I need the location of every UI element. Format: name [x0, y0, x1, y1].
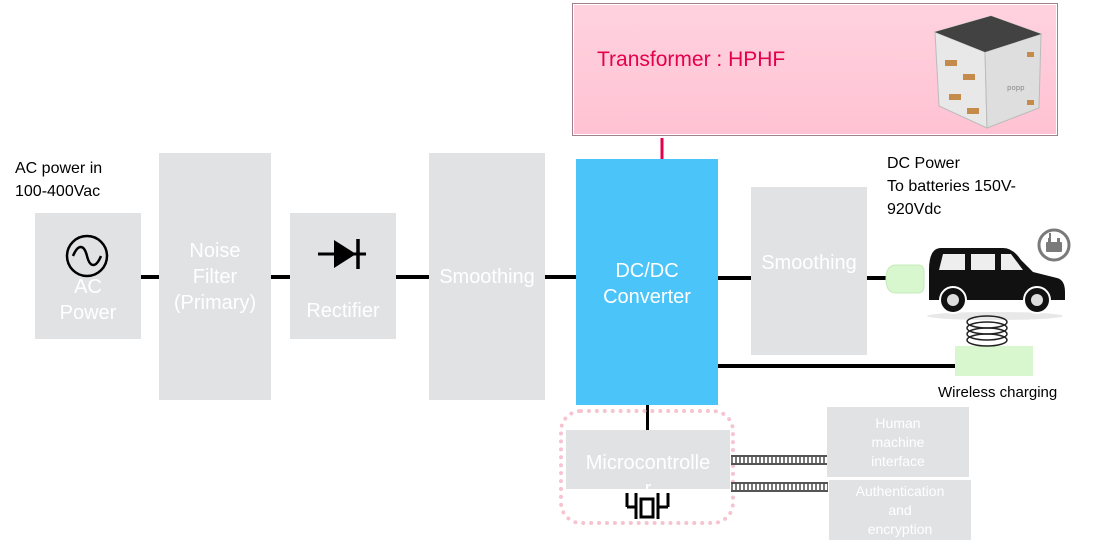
smoothing-primary-label: Smoothing — [439, 265, 535, 288]
microcontroller-block: Microcontrolle r — [566, 430, 730, 489]
noise-filter-label: Noise Filter (Primary) — [173, 239, 257, 314]
wire-rectifier-smoothing — [395, 275, 430, 279]
smoothing-secondary-block: Smoothing — [751, 187, 867, 355]
wireless-charging-label: Wireless charging — [938, 384, 1058, 401]
charging-plug-icon — [885, 264, 925, 294]
microcontroller-highlight — [559, 409, 735, 525]
wire-smoothing-dcdc — [544, 275, 577, 279]
wire-smoothing-plug — [865, 276, 887, 280]
diode-icon — [318, 239, 366, 269]
electric-car-icon — [927, 248, 1065, 320]
hmi-block: Human machine interface — [827, 407, 969, 477]
wire-noise-rectifier — [270, 275, 291, 279]
ac-input-label: AC power in 100-400Vac — [15, 160, 103, 200]
wire-dcdc-mcu — [646, 404, 649, 432]
auth-label: Authentication and encryption — [855, 482, 945, 537]
battery-charge-icon — [1037, 228, 1071, 262]
auth-block: Authentication and encryption — [829, 480, 971, 540]
rectifier-block: Rectifier — [290, 213, 396, 339]
ac-source-icon — [65, 234, 109, 278]
noise-filter-block: Noise Filter (Primary) — [159, 153, 271, 400]
dcdc-converter-block: DC/DC Converter — [576, 159, 718, 405]
transformer-component-image: popp — [933, 15, 1043, 129]
ac-power-label: AC Power — [59, 276, 117, 324]
rectifier-label: Rectifier — [306, 300, 380, 322]
transformer-label: Transformer : HPHF — [597, 48, 786, 71]
transformer-chip-mark: popp — [1007, 84, 1025, 92]
wire-dcdc-wireless — [717, 364, 957, 368]
wireless-coil-icon — [955, 315, 1033, 376]
hmi-label: Human machine interface — [871, 414, 925, 469]
bus-link-auth — [731, 482, 828, 492]
bus-link-hmi — [731, 455, 828, 465]
crystal-oscillator-icon — [625, 493, 670, 519]
microcontroller-label: Microcontrolle r — [585, 452, 711, 489]
wire-dcdc-smoothing — [717, 276, 752, 280]
smoothing-primary-block: Smoothing — [429, 153, 545, 400]
wire-ac-noise — [140, 275, 160, 279]
smoothing-secondary-label: Smoothing — [761, 252, 857, 274]
transformer-box: Transformer : HPHF popp — [572, 3, 1058, 136]
dc-output-label: DC Power To batteries 150V- 920Vdc — [887, 155, 1016, 218]
dcdc-converter-label: DC/DC Converter — [603, 260, 691, 308]
